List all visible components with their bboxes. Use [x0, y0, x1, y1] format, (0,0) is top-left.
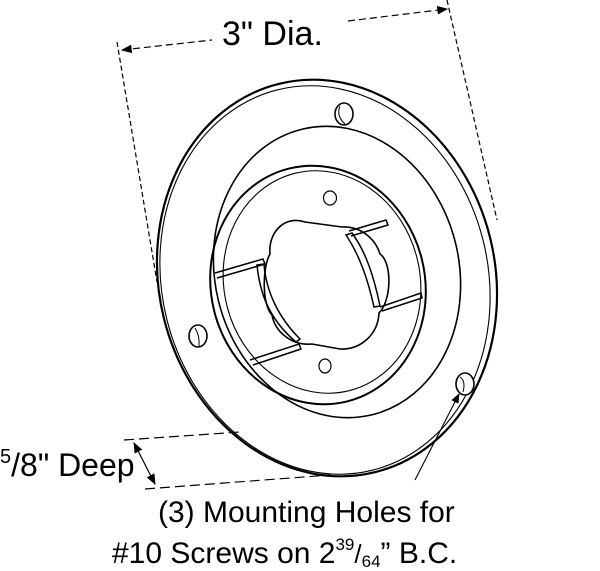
diameter-dimension-line-left: [120, 39, 213, 54]
diameter-dimension-line-right: [347, 5, 449, 22]
cup-rim-inner: [222, 170, 422, 394]
flange-step: [212, 125, 462, 419]
flange-body: [155, 78, 499, 478]
extension-line-left: [116, 41, 158, 283]
mounting-holes-label-line2: #10 Screws on 239/64” B.C.: [112, 535, 458, 571]
diameter-label: 3" Dia.: [222, 15, 323, 53]
mounting-hole-top: [334, 102, 354, 126]
cup-hole-top: [322, 190, 338, 206]
mounting-hole-leader: [414, 393, 460, 481]
depth-numerator: 5: [0, 446, 12, 468]
flange-outer-edge-inner: [159, 85, 491, 475]
mounting-holes: [188, 102, 475, 396]
left-bayonet-slot: [214, 258, 302, 366]
extension-line-right: [446, 0, 498, 221]
bc-suffix: ” B.C.: [380, 537, 458, 570]
cup-rim-outer: [209, 164, 427, 406]
bc-numerator: 39: [335, 535, 355, 554]
depth-label: 5/8" Deep: [0, 446, 135, 483]
mounting-holes-label-line1: (3) Mounting Holes for: [158, 496, 455, 529]
depth-arrow: [133, 442, 156, 485]
mounting-hole-left: [188, 324, 208, 348]
depth-dimension: [123, 431, 331, 490]
flange-outer-edge: [155, 78, 499, 478]
depth-suffix: " Deep: [37, 447, 135, 483]
bc-denominator: 64: [361, 552, 381, 571]
mounting-hole-right: [455, 372, 475, 396]
depth-denominator: 8: [20, 447, 38, 483]
center-cup: [209, 164, 427, 406]
diameter-dimension: [116, 0, 498, 283]
cup-hole-bottom: [318, 358, 332, 374]
right-bayonet-slot: [344, 219, 423, 312]
depth-extension-bottom: [144, 474, 331, 490]
screws-prefix: #10 Screws on 2: [112, 537, 336, 570]
depth-extension-top: [123, 431, 241, 441]
